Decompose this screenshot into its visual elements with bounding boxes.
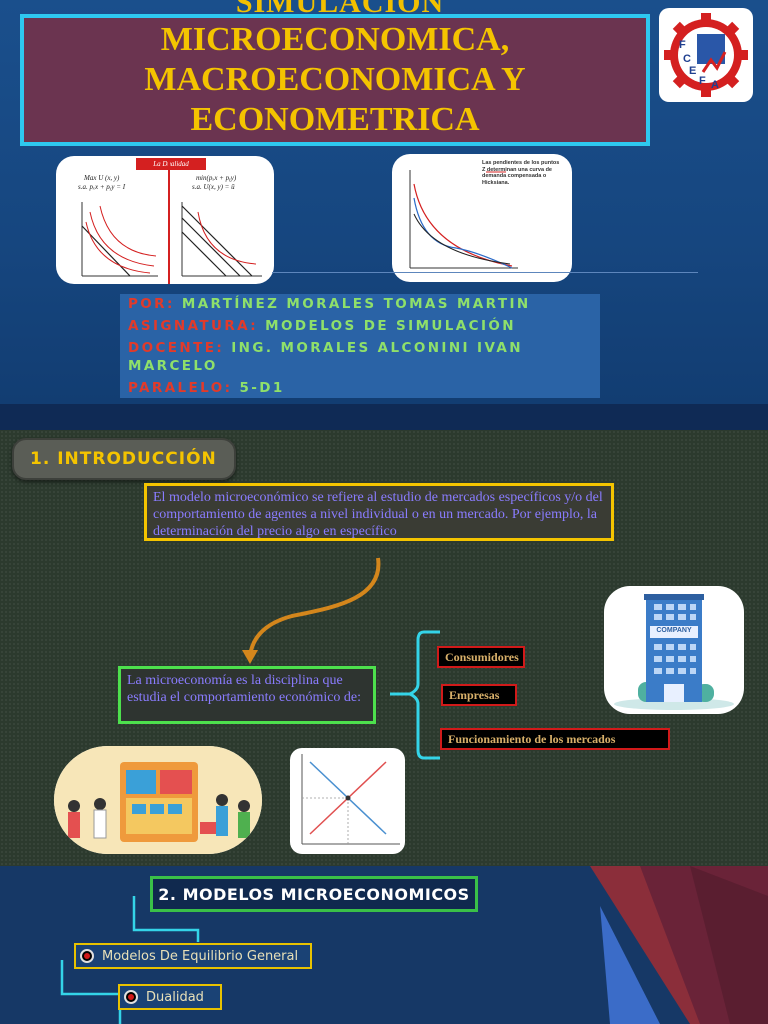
curved-arrow <box>248 557 381 657</box>
models-slide: 2. MODELOS MICROECONOMICOS Modelos De Eq… <box>0 866 768 1024</box>
group-value: 5-D1 <box>239 380 285 396</box>
item-markets: Funcionamiento de los mercados <box>440 728 670 750</box>
title-line-1: MICROECONOMICA, <box>160 21 510 58</box>
model-item-label: Dualidad <box>146 989 204 1005</box>
author-info-box: POR: MARTÍNEZ MORALES TOMAS MARTIN ASIGN… <box>120 294 600 398</box>
title-line-3: ECONOMETRICA <box>190 101 480 138</box>
item-companies: Empresas <box>441 684 517 706</box>
teacher-value: ING. MORALES ALCONINI IVAN <box>231 340 523 356</box>
model-item-duality: Dualidad <box>118 984 222 1010</box>
hicksian-caption: Las pendientes de los puntos Z determina… <box>482 160 560 186</box>
author-line: POR: MARTÍNEZ MORALES TOMAS MARTIN <box>128 296 531 312</box>
group-line: PARALELO: 5-D1 <box>128 380 285 396</box>
subject-label: ASIGNATURA: <box>128 318 259 334</box>
company-label: COMPANY <box>656 627 692 634</box>
model-item-label: Modelos De Equilibrio General <box>102 948 299 964</box>
svg-text:F: F <box>699 75 706 87</box>
item-consumers: Consumidores <box>437 646 525 668</box>
brace-icon <box>406 630 440 760</box>
shop-icon <box>54 746 262 854</box>
duality-thumbnail: La Dualidad Max U (x, y) s.a. pₓx + pᵧy … <box>56 156 274 284</box>
supply-demand-graph-image <box>290 748 405 854</box>
duality-right-formula-1: min(pₓx + pᵧy) <box>196 174 237 182</box>
author-label: POR: <box>128 296 175 312</box>
title-box: MICROECONOMICA, MACROECONOMICA Y ECONOME… <box>20 14 650 146</box>
svg-text:C: C <box>683 53 691 65</box>
company-building-image: COMPANY <box>604 586 744 714</box>
group-label: PARALELO: <box>128 380 233 396</box>
svg-text:E: E <box>689 65 696 77</box>
slide3-background <box>60 866 768 1024</box>
teacher-line: DOCENTE: ING. MORALES ALCONINI IVAN <box>128 340 523 356</box>
building-icon <box>614 594 734 710</box>
cover-slide: SIMULACIÓN MICROECONOMICA, MACROECONOMIC… <box>0 0 768 404</box>
duality-graphs <box>81 160 262 284</box>
shopping-illustration <box>54 746 262 854</box>
duality-left-formula-1: Max U (x, y) <box>84 174 120 182</box>
introduction-heading: 1. INTRODUCCIÓN <box>12 438 236 480</box>
teacher-label: DOCENTE: <box>128 340 225 356</box>
author-value: MARTÍNEZ MORALES TOMAS MARTIN <box>181 296 531 312</box>
divider-line <box>272 272 698 273</box>
bullet-icon <box>80 949 94 963</box>
subject-line: ASIGNATURA: MODELOS DE SIMULACIÓN <box>128 318 516 334</box>
duality-right-formula-2: s.a. U(x, y) = ū <box>192 183 235 191</box>
introduction-slide: 1. INTRODUCCIÓN El modelo microeconómico… <box>0 430 768 866</box>
duality-left-formula-2: s.a. pₓx + pᵧy = I <box>78 183 126 191</box>
subject-value: MODELOS DE SIMULACIÓN <box>265 318 516 334</box>
hicksian-graph <box>409 170 518 269</box>
hicksian-thumbnail: Las pendientes de los puntos Z determina… <box>392 154 572 282</box>
models-heading: 2. MODELOS MICROECONOMICOS <box>150 876 478 912</box>
arrow-head-icon <box>242 650 258 664</box>
microeconomics-box: La microeconomía es la disciplina que es… <box>118 666 376 724</box>
model-item-general-equilibrium: Modelos De Equilibrio General <box>74 943 312 969</box>
definition-box: El modelo microeconómico se refiere al e… <box>144 483 614 541</box>
teacher-line-2: MARCELO <box>128 358 218 374</box>
bullet-icon <box>124 990 138 1004</box>
teacher-value-continued: MARCELO <box>128 358 218 374</box>
supply-demand-graph <box>301 754 400 845</box>
svg-text:F: F <box>679 39 686 51</box>
title-line-2: MACROECONOMICA Y <box>144 61 526 98</box>
svg-text:A: A <box>711 79 719 91</box>
duality-header: La Dualidad <box>136 158 206 170</box>
